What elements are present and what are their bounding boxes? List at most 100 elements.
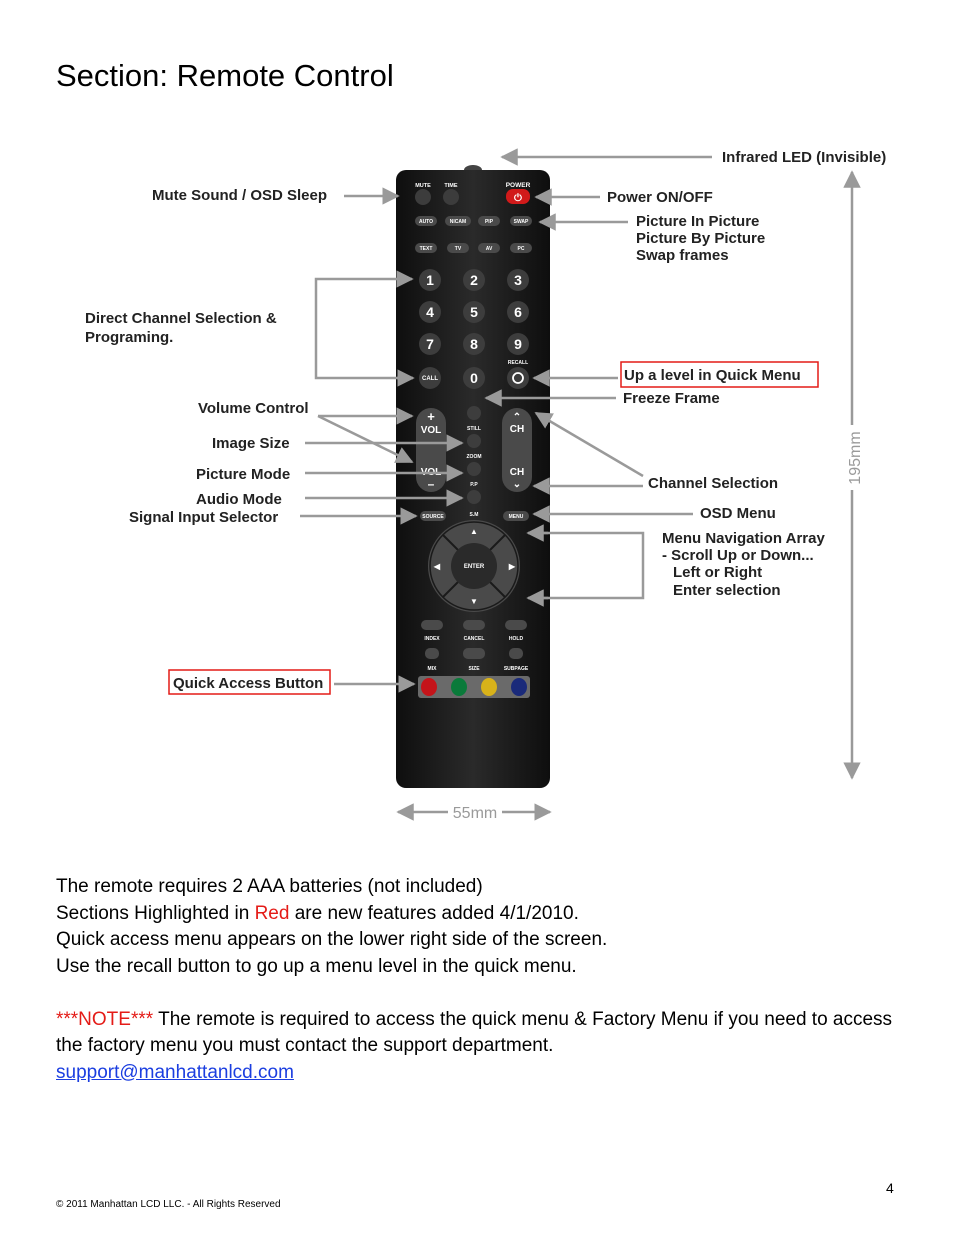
- svg-text:ENTER: ENTER: [464, 564, 485, 570]
- note-text: The remote is required to access the qui…: [56, 1008, 893, 1057]
- svg-text:▲: ▲: [470, 527, 478, 536]
- center-column-buttons: STILL ZOOM P.P S.M: [467, 406, 482, 518]
- body-text: The remote requires 2 AAA batteries (not…: [56, 874, 916, 1086]
- svg-text:ZOOM: ZOOM: [467, 454, 482, 460]
- note-label: ***NOTE***: [56, 1008, 154, 1030]
- page-title: Section: Remote Control: [56, 58, 394, 93]
- svg-text:TIME: TIME: [444, 183, 457, 189]
- dimension-width: 55mm: [453, 805, 497, 822]
- red-word: Red: [254, 902, 290, 924]
- svg-text:CANCEL: CANCEL: [464, 636, 485, 642]
- callout-infrared: Infrared LED (Invisible): [722, 149, 886, 166]
- svg-text:▶: ▶: [508, 562, 516, 571]
- time-button: [443, 189, 459, 205]
- svg-text:PIP: PIP: [485, 219, 494, 225]
- svg-text:SWAP: SWAP: [514, 219, 529, 225]
- svg-text:TV: TV: [455, 246, 462, 252]
- callout-direct-1: Direct Channel Selection &: [85, 310, 277, 327]
- callout-audio-mode: Audio Mode: [196, 491, 282, 508]
- red-button: [421, 678, 437, 696]
- teletext-buttons: INDEX CANCEL HOLD MIX SIZE SUBPAGE: [421, 620, 529, 672]
- callout-picture-mode: Picture Mode: [196, 466, 290, 483]
- callout-nav-3: Left or Right: [673, 564, 762, 581]
- svg-text:◀: ◀: [433, 562, 441, 571]
- support-email-link[interactable]: support@manhattanlcd.com: [56, 1061, 294, 1083]
- svg-text:VOL: VOL: [421, 425, 442, 436]
- callout-pip-2: Picture By Picture: [636, 230, 765, 247]
- callout-nav-4: Enter selection: [673, 582, 781, 599]
- power-icon: ⏻: [514, 192, 522, 204]
- svg-text:6: 6: [514, 304, 522, 320]
- remote-top-buttons: MUTE TIME ⏻ POWER: [415, 182, 531, 205]
- svg-text:SUBPAGE: SUBPAGE: [504, 666, 529, 672]
- svg-text:MUTE: MUTE: [415, 183, 431, 189]
- body-line-2: Sections Highlighted in Red are new feat…: [56, 902, 579, 924]
- svg-text:CH: CH: [510, 424, 524, 435]
- svg-text:+: +: [427, 409, 435, 424]
- remote-row-2: AUTO NICAM PIP SWAP: [415, 216, 532, 226]
- vol-ch-rockers: + VOL VOL – ⌃ CH CH ⌄: [416, 408, 532, 492]
- callout-direct-2: Programing.: [85, 329, 173, 346]
- callout-signal: Signal Input Selector: [129, 509, 278, 526]
- svg-text:INDEX: INDEX: [424, 636, 440, 642]
- remote-row-3: TEXT TV AV PC: [415, 243, 532, 253]
- svg-text:TEXT: TEXT: [420, 246, 433, 252]
- blue-button: [511, 678, 527, 696]
- dimension-height: 195mm: [847, 431, 864, 484]
- svg-text:7: 7: [426, 336, 434, 352]
- svg-text:4: 4: [426, 304, 434, 320]
- svg-text:2: 2: [470, 272, 478, 288]
- callout-image-size: Image Size: [212, 435, 290, 452]
- volume-rocker: [416, 408, 446, 492]
- svg-text:⌃: ⌃: [513, 412, 521, 423]
- svg-text:STILL: STILL: [467, 426, 481, 432]
- channel-rocker: [502, 408, 532, 492]
- svg-text:MENU: MENU: [509, 514, 524, 520]
- body-line-1: The remote requires 2 AAA batteries (not…: [56, 876, 483, 897]
- svg-text:POWER: POWER: [506, 182, 531, 189]
- svg-text:S.M: S.M: [470, 512, 479, 518]
- callout-freeze: Freeze Frame: [623, 390, 720, 407]
- body-line-4: Use the recall button to go up a menu le…: [56, 955, 577, 977]
- svg-text:MIX: MIX: [428, 666, 438, 672]
- remote-body: [396, 165, 550, 788]
- callout-pip-3: Swap frames: [636, 247, 729, 264]
- callout-up-level: Up a level in Quick Menu: [624, 367, 801, 384]
- callout-arrows: [300, 148, 861, 821]
- svg-text:CALL: CALL: [422, 376, 438, 382]
- callout-volume: Volume Control: [198, 400, 309, 417]
- callout-channel: Channel Selection: [648, 475, 778, 492]
- number-pad: 1 2 3 4 5 6 7 8 9 CALL 0 RECALL: [419, 269, 529, 389]
- callout-power: Power ON/OFF: [607, 189, 713, 206]
- svg-text:8: 8: [470, 336, 478, 352]
- mute-button: [415, 189, 431, 205]
- up-level-highlight: [620, 361, 819, 388]
- remote-control-diagram: MUTE TIME ⏻ POWER AUTO NICAM PIP SWAP TE…: [85, 148, 886, 822]
- svg-text:AV: AV: [486, 246, 493, 252]
- svg-text:NICAM: NICAM: [450, 219, 466, 225]
- quick-access-highlight: [168, 669, 331, 695]
- source-menu-buttons: SOURCE MENU: [420, 511, 529, 521]
- quick-access-color-buttons: [418, 676, 530, 698]
- svg-text:SIZE: SIZE: [468, 666, 480, 672]
- svg-text:P.P: P.P: [470, 482, 478, 488]
- recall-button: [507, 367, 529, 389]
- svg-text:HOLD: HOLD: [509, 636, 524, 642]
- copyright-footer: © 2011 Manhattan LCD LLC. - All Rights R…: [56, 1199, 281, 1210]
- svg-text:RECALL: RECALL: [508, 360, 528, 366]
- callout-pip-1: Picture In Picture: [636, 213, 759, 230]
- callout-osd: OSD Menu: [700, 505, 776, 522]
- svg-text:5: 5: [470, 304, 478, 320]
- navigation-ring: ENTER ▲ ▼ ◀ ▶: [428, 520, 520, 612]
- svg-text:3: 3: [514, 272, 522, 288]
- svg-text:SOURCE: SOURCE: [422, 514, 444, 520]
- callout-quick: Quick Access Button: [173, 675, 323, 692]
- power-button: [506, 189, 530, 204]
- callout-nav-2: - Scroll Up or Down...: [662, 547, 814, 564]
- svg-text:AUTO: AUTO: [419, 219, 433, 225]
- body-line-3: Quick access menu appears on the lower r…: [56, 929, 608, 950]
- svg-text:⌄: ⌄: [513, 479, 521, 490]
- svg-text:0: 0: [470, 370, 478, 386]
- note-paragraph: ***NOTE*** The remote is required to acc…: [56, 1007, 916, 1060]
- svg-text:–: –: [428, 477, 435, 491]
